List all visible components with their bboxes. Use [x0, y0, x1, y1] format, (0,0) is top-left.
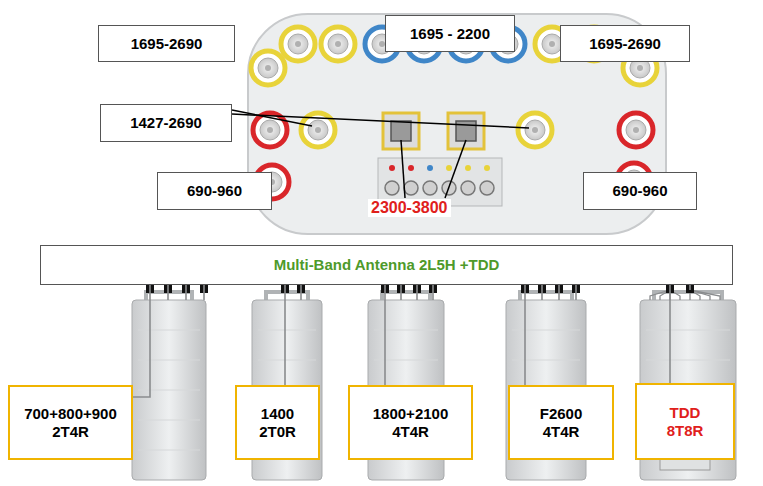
- range-box: 1695 - 2200: [385, 15, 515, 52]
- radio-label: 700+800+9002T4R: [8, 385, 133, 460]
- node-text: Multi-Band Antenna 2L5H +TDD: [274, 256, 500, 274]
- range-box: 1427-2690: [100, 104, 232, 142]
- radio-label: 14002T0R: [235, 385, 320, 460]
- node-text: 2T4R: [52, 423, 89, 441]
- range-box: 1695-2690: [560, 25, 690, 62]
- range-box: 1695-2690: [98, 25, 235, 62]
- band-label: 2300-3800: [368, 199, 451, 217]
- range-box: 690-960: [157, 172, 272, 210]
- antenna-band: Multi-Band Antenna 2L5H +TDD: [40, 245, 733, 285]
- radio-label: TDD8T8R: [635, 383, 735, 460]
- node-text: 700+800+900: [24, 405, 117, 423]
- radio-label: 1800+21004T4R: [348, 385, 473, 460]
- node-text: TDD: [670, 404, 701, 422]
- node-text: 8T8R: [667, 422, 704, 440]
- node-text: 1400: [261, 405, 294, 423]
- node-text: 1800+2100: [373, 405, 449, 423]
- cable-connector: [670, 285, 690, 383]
- node-text: 1695-2690: [131, 35, 203, 53]
- node-text: 4T4R: [543, 423, 580, 441]
- node-text: F2600: [540, 405, 583, 423]
- cable-connector: [385, 285, 433, 385]
- node-text: 1695-2690: [589, 35, 661, 53]
- radio-label: F26004T4R: [508, 385, 614, 460]
- range-box: 690-960: [583, 172, 697, 210]
- node-text: 1427-2690: [130, 114, 202, 132]
- node-text: 4T4R: [392, 423, 429, 441]
- cable-connector: [133, 285, 204, 397]
- node-text: 690-960: [612, 182, 667, 200]
- node-text: 2T0R: [259, 423, 296, 441]
- cable-connector: [525, 285, 576, 385]
- node-text: 690-960: [187, 182, 242, 200]
- node-text: 1695 - 2200: [410, 25, 490, 43]
- cable-connector: [285, 285, 301, 385]
